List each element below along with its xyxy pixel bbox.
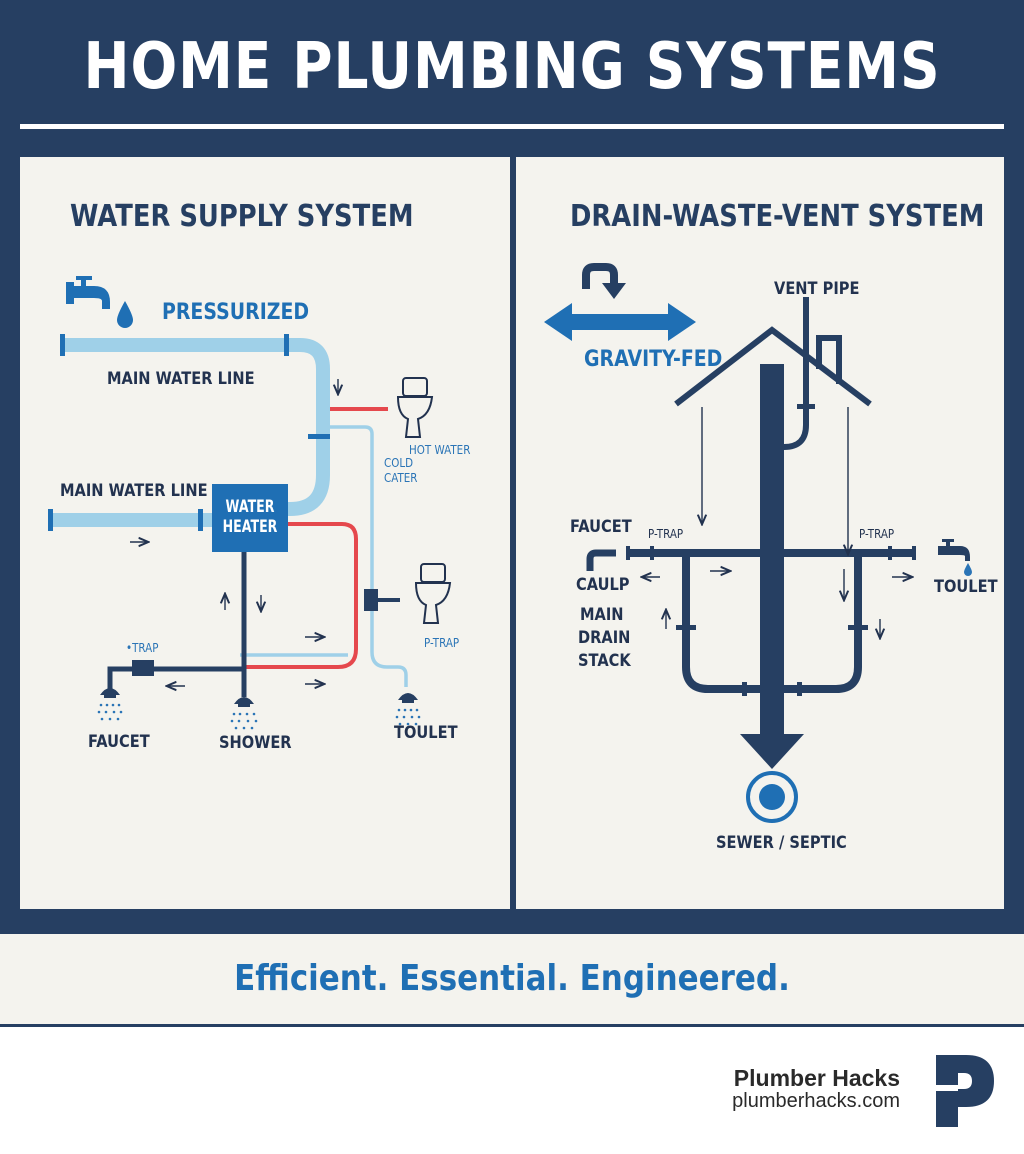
dwv-p-trap-right-label: P-TRAP [859,527,895,541]
flow-arrows [643,407,911,637]
main-drain-label-line3: STACK [578,651,631,671]
plumber-hacks-logo-icon[interactable] [936,1055,996,1127]
faucet-icon [938,539,970,561]
water-supply-panel: WATER SUPPLY SYSTEM PRESSURIZED MAIN WAT… [20,157,510,909]
brand-name[interactable]: Plumber Hacks [733,1065,900,1091]
house-icon [674,326,872,407]
main-drain-label-line2: DRAIN [578,628,631,648]
double-arrow-icon [544,303,696,341]
sewer-septic-label: SEWER / SEPTIC [716,833,847,853]
shower-head-icon [100,688,120,698]
dwv-diagram [544,263,972,823]
title-divider [20,124,1004,129]
header-frame: HOME PLUMBING SYSTEMS [0,0,1024,934]
tagline: Efficient. Essential. Engineered. [234,958,790,999]
cold-water-label-line1: COLD [384,456,414,470]
water-heater-label-line2: HEATER [222,517,278,537]
cold-water-line [330,425,408,687]
main-water-line-top-pipe [62,338,330,516]
shower-head-icon [398,693,418,703]
water-supply-heading: WATER SUPPLY SYSTEM [70,199,414,234]
vent-pipe [778,297,809,450]
page-title: HOME PLUMBING SYSTEMS [83,30,941,104]
brand-url[interactable]: plumberhacks.com [732,1090,900,1112]
horizontal-branch-pipe [654,549,892,557]
toilet-label: TOULET [394,723,458,743]
toilet-icon [414,563,452,624]
cold-water-label-line2: CATER [384,471,418,485]
main-water-line-left-label: MAIN WATER LINE [60,481,208,501]
shower-head-icon [234,697,254,707]
p-trap-right-label: P-TRAP [424,636,460,650]
hot-water-loop [246,522,358,669]
toilet-icon [396,377,434,438]
dwv-toilet-label: TOULET [934,577,998,597]
main-water-line-top-label: MAIN WATER LINE [107,369,255,389]
caulp-label: CAULP [576,575,630,595]
faucet-branch-pipe [107,666,244,697]
faucet-label: FAUCET [88,732,150,752]
vent-pipe-label: VENT PIPE [774,279,860,299]
gravity-fed-label: GRAVITY-FED [584,347,723,372]
dwv-panel: DRAIN-WASTE-VENT SYSTEM GRAVITY-FED VENT… [516,157,1004,909]
main-drain-label-line1: MAIN [580,605,624,625]
dwv-p-trap-left-label: P-TRAP [648,527,684,541]
faucet-icon [66,276,110,309]
flow-arrows [130,379,338,686]
pressurized-label: PRESSURIZED [162,300,310,325]
water-supply-diagram [48,276,452,730]
u-turn-arrow-icon [582,263,626,299]
tagline-band: Efficient. Essential. Engineered. [0,934,1024,1027]
p-trap-left-label: •TRAP [126,641,159,655]
water-heater-label-line1: WATER [225,497,275,518]
sewer-outlet-icon [746,771,798,823]
water-drop-icon [117,301,133,328]
u-trap-pipe [682,557,862,693]
hot-water-label: HOT WATER [409,443,471,457]
shower-label: SHOWER [219,733,292,753]
dwv-faucet-label: FAUCET [570,517,632,537]
dwv-heading: DRAIN-WASTE-VENT SYSTEM [570,199,985,234]
